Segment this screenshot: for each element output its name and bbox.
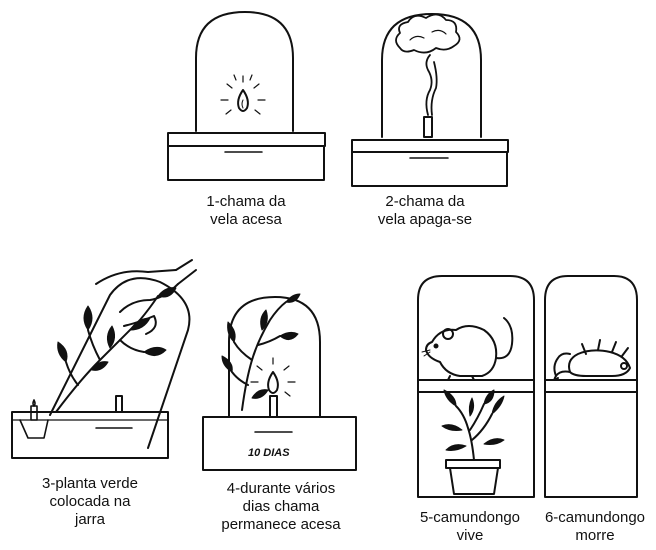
caption-panel-5: 5-camundongo vive: [410, 509, 530, 545]
panel-1-candle-lit: [168, 12, 325, 180]
candle-icon: [116, 396, 122, 412]
caption-line: jarra: [20, 511, 160, 529]
mouse-icon: [422, 318, 512, 380]
caption-line: 2-chama da: [355, 193, 495, 211]
caption-panel-6: 6-camundongo morre: [536, 509, 654, 545]
caption-line: 6-camundongo: [536, 509, 654, 527]
caption-line: dias chama: [206, 498, 356, 516]
flame-icon: [251, 358, 295, 396]
candle-icon: [424, 117, 432, 137]
flame-icon: [221, 75, 265, 114]
caption-line: 5-camundongo: [410, 509, 530, 527]
caption-line: 4-durante vários: [206, 480, 356, 498]
caption-line: colocada na: [20, 493, 160, 511]
shelf-5: [418, 380, 534, 392]
base-box-1: [168, 133, 325, 180]
caption-line: vela apaga-se: [355, 211, 495, 229]
base-box-2: [352, 140, 508, 186]
box-label-10-dias: 10 DIAS: [248, 447, 290, 459]
bell-jar-5: [418, 276, 534, 497]
base-box-3: [12, 412, 168, 458]
caption-line: morre: [536, 527, 654, 545]
panel-6-mouse-dies: [545, 276, 637, 497]
bell-jar-6: [545, 276, 637, 497]
caption-line: vive: [410, 527, 530, 545]
plant-pot-icon: [442, 390, 504, 494]
caption-panel-1: 1-chama da vela acesa: [176, 193, 316, 229]
caption-line: 3-planta verde: [20, 475, 160, 493]
candle-icon: [270, 396, 277, 417]
plant-icon: [56, 288, 176, 412]
caption-panel-2: 2-chama da vela apaga-se: [355, 193, 495, 229]
caption-panel-4: 4-durante vários dias chama permanece ac…: [206, 480, 356, 534]
base-box-4: [203, 417, 356, 470]
panel-3-plant-placed: [12, 260, 196, 458]
panel-5-mouse-lives: [418, 276, 534, 497]
candle-holder-icon: [20, 400, 48, 438]
panel-2-candle-out: [352, 14, 508, 186]
mouse-icon: [554, 340, 630, 380]
panel-4-flame-stays: 10 DIAS: [203, 294, 356, 470]
plant-icon: [222, 294, 300, 410]
caption-line: permanece acesa: [206, 516, 356, 534]
caption-line: vela acesa: [176, 211, 316, 229]
bell-jar-1: [196, 12, 293, 131]
caption-panel-3: 3-planta verde colocada na jarra: [20, 475, 160, 529]
caption-line: 1-chama da: [176, 193, 316, 211]
smoke-icon: [396, 14, 460, 115]
shelf-6: [545, 380, 637, 392]
